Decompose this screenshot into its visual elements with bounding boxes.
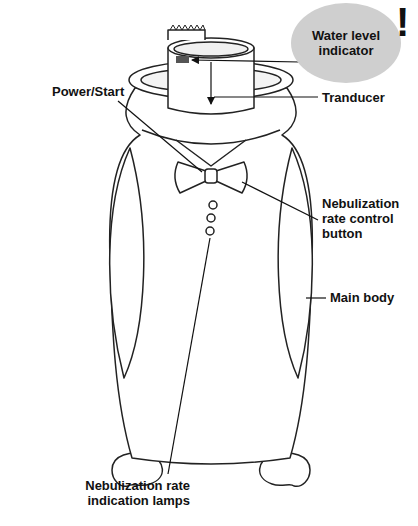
exclamation-mark: ! bbox=[396, 2, 409, 42]
callout-ellipse-fill bbox=[291, 3, 401, 83]
lamp bbox=[207, 214, 215, 222]
collar-line bbox=[142, 130, 280, 144]
left-wing bbox=[110, 148, 144, 378]
bow-knot bbox=[205, 169, 217, 183]
part-label: Nebulization rate indication lamps bbox=[78, 478, 190, 508]
part-label: Main body bbox=[330, 290, 416, 305]
bow-right bbox=[216, 162, 247, 193]
leader-line bbox=[214, 96, 318, 97]
part-label: Power/Start bbox=[52, 84, 172, 99]
leader-line bbox=[306, 297, 326, 298]
clip bbox=[168, 30, 205, 40]
callout-text: Water level indicator bbox=[308, 28, 384, 58]
cup-top bbox=[168, 38, 254, 58]
leader-arrow bbox=[192, 60, 300, 62]
lamp bbox=[209, 201, 217, 209]
part-label: Tranducer bbox=[322, 90, 416, 105]
bow-left bbox=[175, 162, 206, 193]
main-body-shell bbox=[110, 88, 313, 464]
part-label: Nebulization rate control button bbox=[322, 196, 416, 241]
transducer-arrow bbox=[210, 62, 211, 104]
cup-inner bbox=[174, 42, 248, 56]
lamp bbox=[206, 227, 214, 235]
leader-line bbox=[242, 182, 318, 220]
right-wing bbox=[278, 148, 312, 378]
leader-line bbox=[118, 101, 202, 172]
water-level-mark bbox=[176, 56, 189, 63]
clip-knurl bbox=[170, 25, 205, 30]
chest-line bbox=[176, 140, 246, 166]
callout-ellipse: Water level indicator! bbox=[290, 2, 414, 84]
leader-line bbox=[168, 238, 210, 474]
